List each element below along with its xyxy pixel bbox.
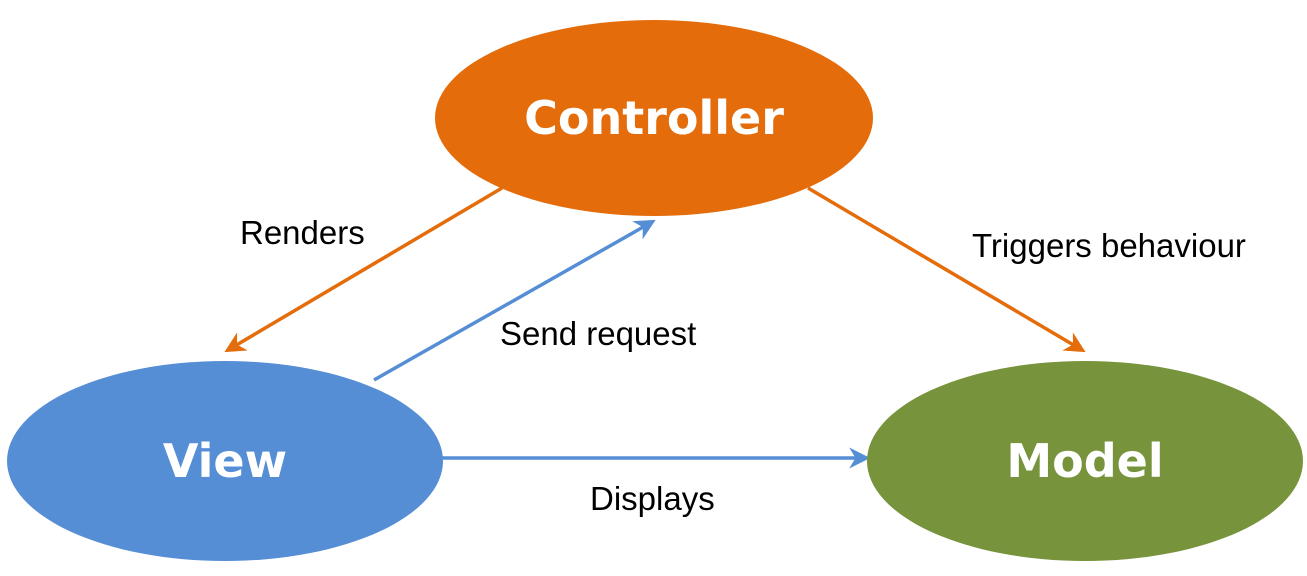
- view-ellipse: [7, 361, 443, 561]
- model-node: Model: [867, 361, 1303, 561]
- triggers-behaviour-label: Triggers behaviour: [972, 227, 1246, 264]
- view-node: View: [7, 361, 443, 561]
- controller-ellipse: [435, 20, 873, 216]
- controller-label: Controller: [524, 91, 784, 145]
- renders-label: Renders: [240, 214, 365, 251]
- renders-arrow: [224, 186, 503, 353]
- controller-node: Controller: [435, 20, 873, 216]
- displays-label: Displays: [590, 480, 715, 517]
- send-request-label: Send request: [500, 315, 696, 352]
- model-ellipse: [867, 361, 1303, 561]
- model-label: Model: [1006, 434, 1163, 488]
- view-label: View: [163, 434, 287, 488]
- send-request-arrow: [373, 219, 656, 382]
- triggers-behaviour-arrow: [807, 186, 1086, 353]
